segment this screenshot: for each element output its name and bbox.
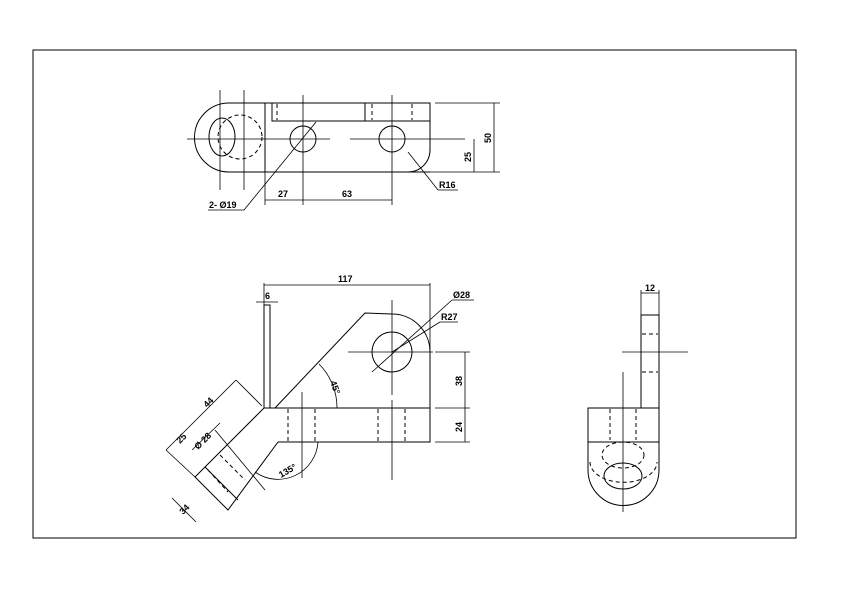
dim-117-label: 117 bbox=[338, 274, 353, 284]
dim-44-label: 44 bbox=[201, 395, 215, 409]
radius-r16-label: R16 bbox=[439, 180, 456, 190]
dim-25-label: 25 bbox=[463, 152, 473, 162]
holes-label: 2- Ø19 bbox=[209, 200, 237, 210]
front-view: 117 6 Ø28 R27 45° 38 24 135° 44 25 Ø 28 … bbox=[165, 274, 474, 523]
dim-6-label: 6 bbox=[265, 291, 270, 301]
drawing-frame bbox=[32, 49, 797, 539]
hole-diameter-label: Ø28 bbox=[453, 290, 470, 300]
angle-45-label: 45° bbox=[328, 379, 342, 396]
dim-25-arm-label: 25 bbox=[174, 431, 188, 445]
radius-r27-label: R27 bbox=[441, 312, 458, 322]
dim-63-label: 63 bbox=[342, 189, 352, 199]
dim-38-label: 38 bbox=[454, 376, 464, 386]
arm-hole-label: Ø 28 bbox=[192, 431, 213, 452]
dim-27-label: 27 bbox=[278, 189, 288, 199]
top-view: 27 63 25 50 2- Ø19 R16 bbox=[187, 90, 500, 211]
dim-24-label: 24 bbox=[454, 422, 464, 432]
dim-34-label: 34 bbox=[177, 502, 191, 516]
dim-12-label: 12 bbox=[645, 283, 655, 293]
dim-50-label: 50 bbox=[483, 133, 493, 143]
side-view: 12 bbox=[587, 283, 688, 512]
angle-135-label: 135° bbox=[277, 462, 298, 480]
